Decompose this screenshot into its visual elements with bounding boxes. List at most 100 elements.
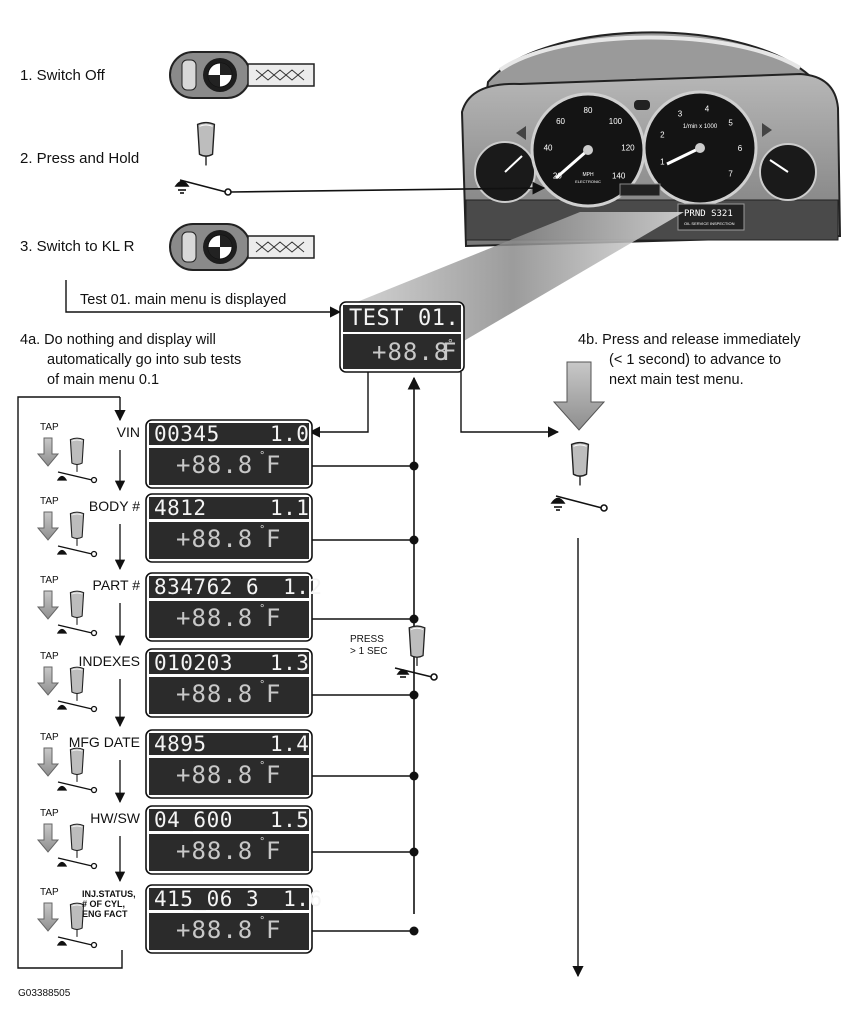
sub-test-code: 4812 [154, 496, 207, 520]
note-4a: 4a. Do nothing and display will automati… [20, 330, 241, 390]
main-display-degree: ° [448, 336, 453, 350]
sub-test-degree: ° [260, 679, 265, 691]
sub-test-display [145, 805, 313, 875]
push-switch-icon [174, 179, 232, 196]
tachometer-tick-label: 4 [705, 105, 710, 114]
sub-test-number: 1.3 [270, 651, 310, 675]
reset-button-icon [196, 121, 216, 167]
sub-test-value: +88.8 [176, 451, 254, 479]
junction-dot [409, 535, 419, 545]
sub-test-display [145, 648, 313, 718]
sub-test-number: 1.5 [270, 808, 310, 832]
sub-test-value: +88.8 [176, 680, 254, 708]
sub-test-code: 415_06 3 [154, 887, 260, 911]
sub-test-unit: F [266, 604, 282, 632]
sub-test-code: 4895 [154, 732, 207, 756]
note-4a-line: of main menu 0.1 [47, 372, 160, 388]
tachometer-tick-label: 6 [738, 144, 743, 153]
sub-test-degree: ° [260, 450, 265, 462]
sub-test-number: 1.4 [270, 732, 310, 756]
step-press-and-hold: 2. Press and Hold [20, 150, 140, 167]
note-4b-line: next main test menu. [609, 372, 744, 388]
speedometer-tick-label: 120 [621, 144, 635, 153]
sub-test-code: 04_600 [154, 808, 233, 832]
reset-button-icon [69, 747, 85, 783]
sub-test-value: +88.8 [176, 837, 254, 865]
note-4a-line: 4a. Do nothing and display will [20, 332, 216, 348]
connector-line [230, 181, 546, 195]
push-switch-icon [56, 624, 98, 637]
sub-test-unit: F [266, 451, 282, 479]
junction-dot [409, 690, 419, 700]
tap-label: TAP [40, 732, 59, 743]
sub-test-value: +88.8 [176, 525, 254, 553]
note-4b: 4b. Press and release immediately (< 1 s… [578, 330, 800, 390]
loop-bracket [17, 396, 123, 969]
reset-button-icon [69, 666, 85, 702]
step-switch-to-klr: 3. Switch to KL R [20, 238, 135, 255]
sub-test-code: 834762 6 [154, 575, 260, 599]
note-4b-line: 4b. Press and release immediately [578, 332, 801, 348]
junction-dot [409, 614, 419, 624]
sub-test-label: VIN [116, 424, 140, 440]
sub-test-display [145, 419, 313, 489]
sub-test-value: +88.8 [176, 916, 254, 944]
tachometer-tick-label: 2 [660, 130, 665, 139]
sub-test-unit: F [266, 761, 282, 789]
ignition-key-icon [169, 51, 315, 99]
tap-label: TAP [40, 887, 59, 898]
sub-test-label: PART # [92, 577, 140, 593]
push-switch-icon [56, 471, 98, 484]
connector-line [308, 372, 369, 438]
tap-arrow-icon [36, 823, 60, 853]
reset-button-icon [69, 511, 85, 547]
speedometer-tick-label: 40 [544, 144, 553, 153]
reset-button-icon [69, 590, 85, 626]
sub-test-label: INJ.STATUS, # OF CYL, ENG FACT [82, 889, 136, 919]
push-switch-icon [394, 667, 438, 681]
gear-indicator: PRND S321 [684, 209, 733, 219]
tap-label: TAP [40, 422, 59, 433]
note-4b-line: (< 1 second) to advance to [609, 352, 782, 368]
reset-button-icon [69, 823, 85, 859]
main-display-value: +88.8 [372, 338, 450, 366]
sub-test-display [145, 493, 313, 563]
ignition-key-icon [169, 223, 315, 271]
sub-test-label: INDEXES [78, 653, 140, 669]
junction-dot [409, 461, 419, 471]
speedometer-unit-label: MPH [582, 172, 594, 178]
sub-test-display [145, 572, 313, 642]
sub-test-degree: ° [260, 524, 265, 536]
tap-arrow-icon [36, 437, 60, 467]
sub-test-code: 00345 [154, 422, 220, 446]
sub-test-value: +88.8 [176, 761, 254, 789]
speedometer-tick-label: 100 [609, 117, 623, 126]
push-switch-icon [56, 857, 98, 870]
advance-arrow-icon [552, 361, 606, 431]
junction-dot [409, 926, 419, 936]
reset-button-icon [408, 625, 426, 667]
sub-test-list [36, 419, 419, 954]
tachometer-tick-label: 5 [728, 118, 733, 127]
reset-button-icon [69, 437, 85, 473]
main-display-title: TEST [349, 306, 404, 331]
tap-label: TAP [40, 651, 59, 662]
sub-test-degree: ° [260, 760, 265, 772]
connector-line [65, 280, 342, 318]
speedometer-tick-label: 60 [556, 117, 565, 126]
sub-test-number: 1.1 [270, 496, 310, 520]
sub-test-label: HW/SW [90, 810, 140, 826]
note-4a-line: automatically go into sub tests [47, 352, 242, 368]
push-switch-icon [56, 936, 98, 949]
tap-label: TAP [40, 496, 59, 507]
press-label-line: PRESS [350, 634, 384, 645]
sub-test-degree: ° [260, 603, 265, 615]
speedometer-tick-label: 80 [584, 106, 593, 115]
push-switch-icon [550, 495, 608, 512]
sub-test-degree: ° [260, 836, 265, 848]
tap-arrow-icon [36, 747, 60, 777]
tap-arrow-icon [36, 590, 60, 620]
tap-arrow-icon [36, 902, 60, 932]
junction-dot [409, 847, 419, 857]
